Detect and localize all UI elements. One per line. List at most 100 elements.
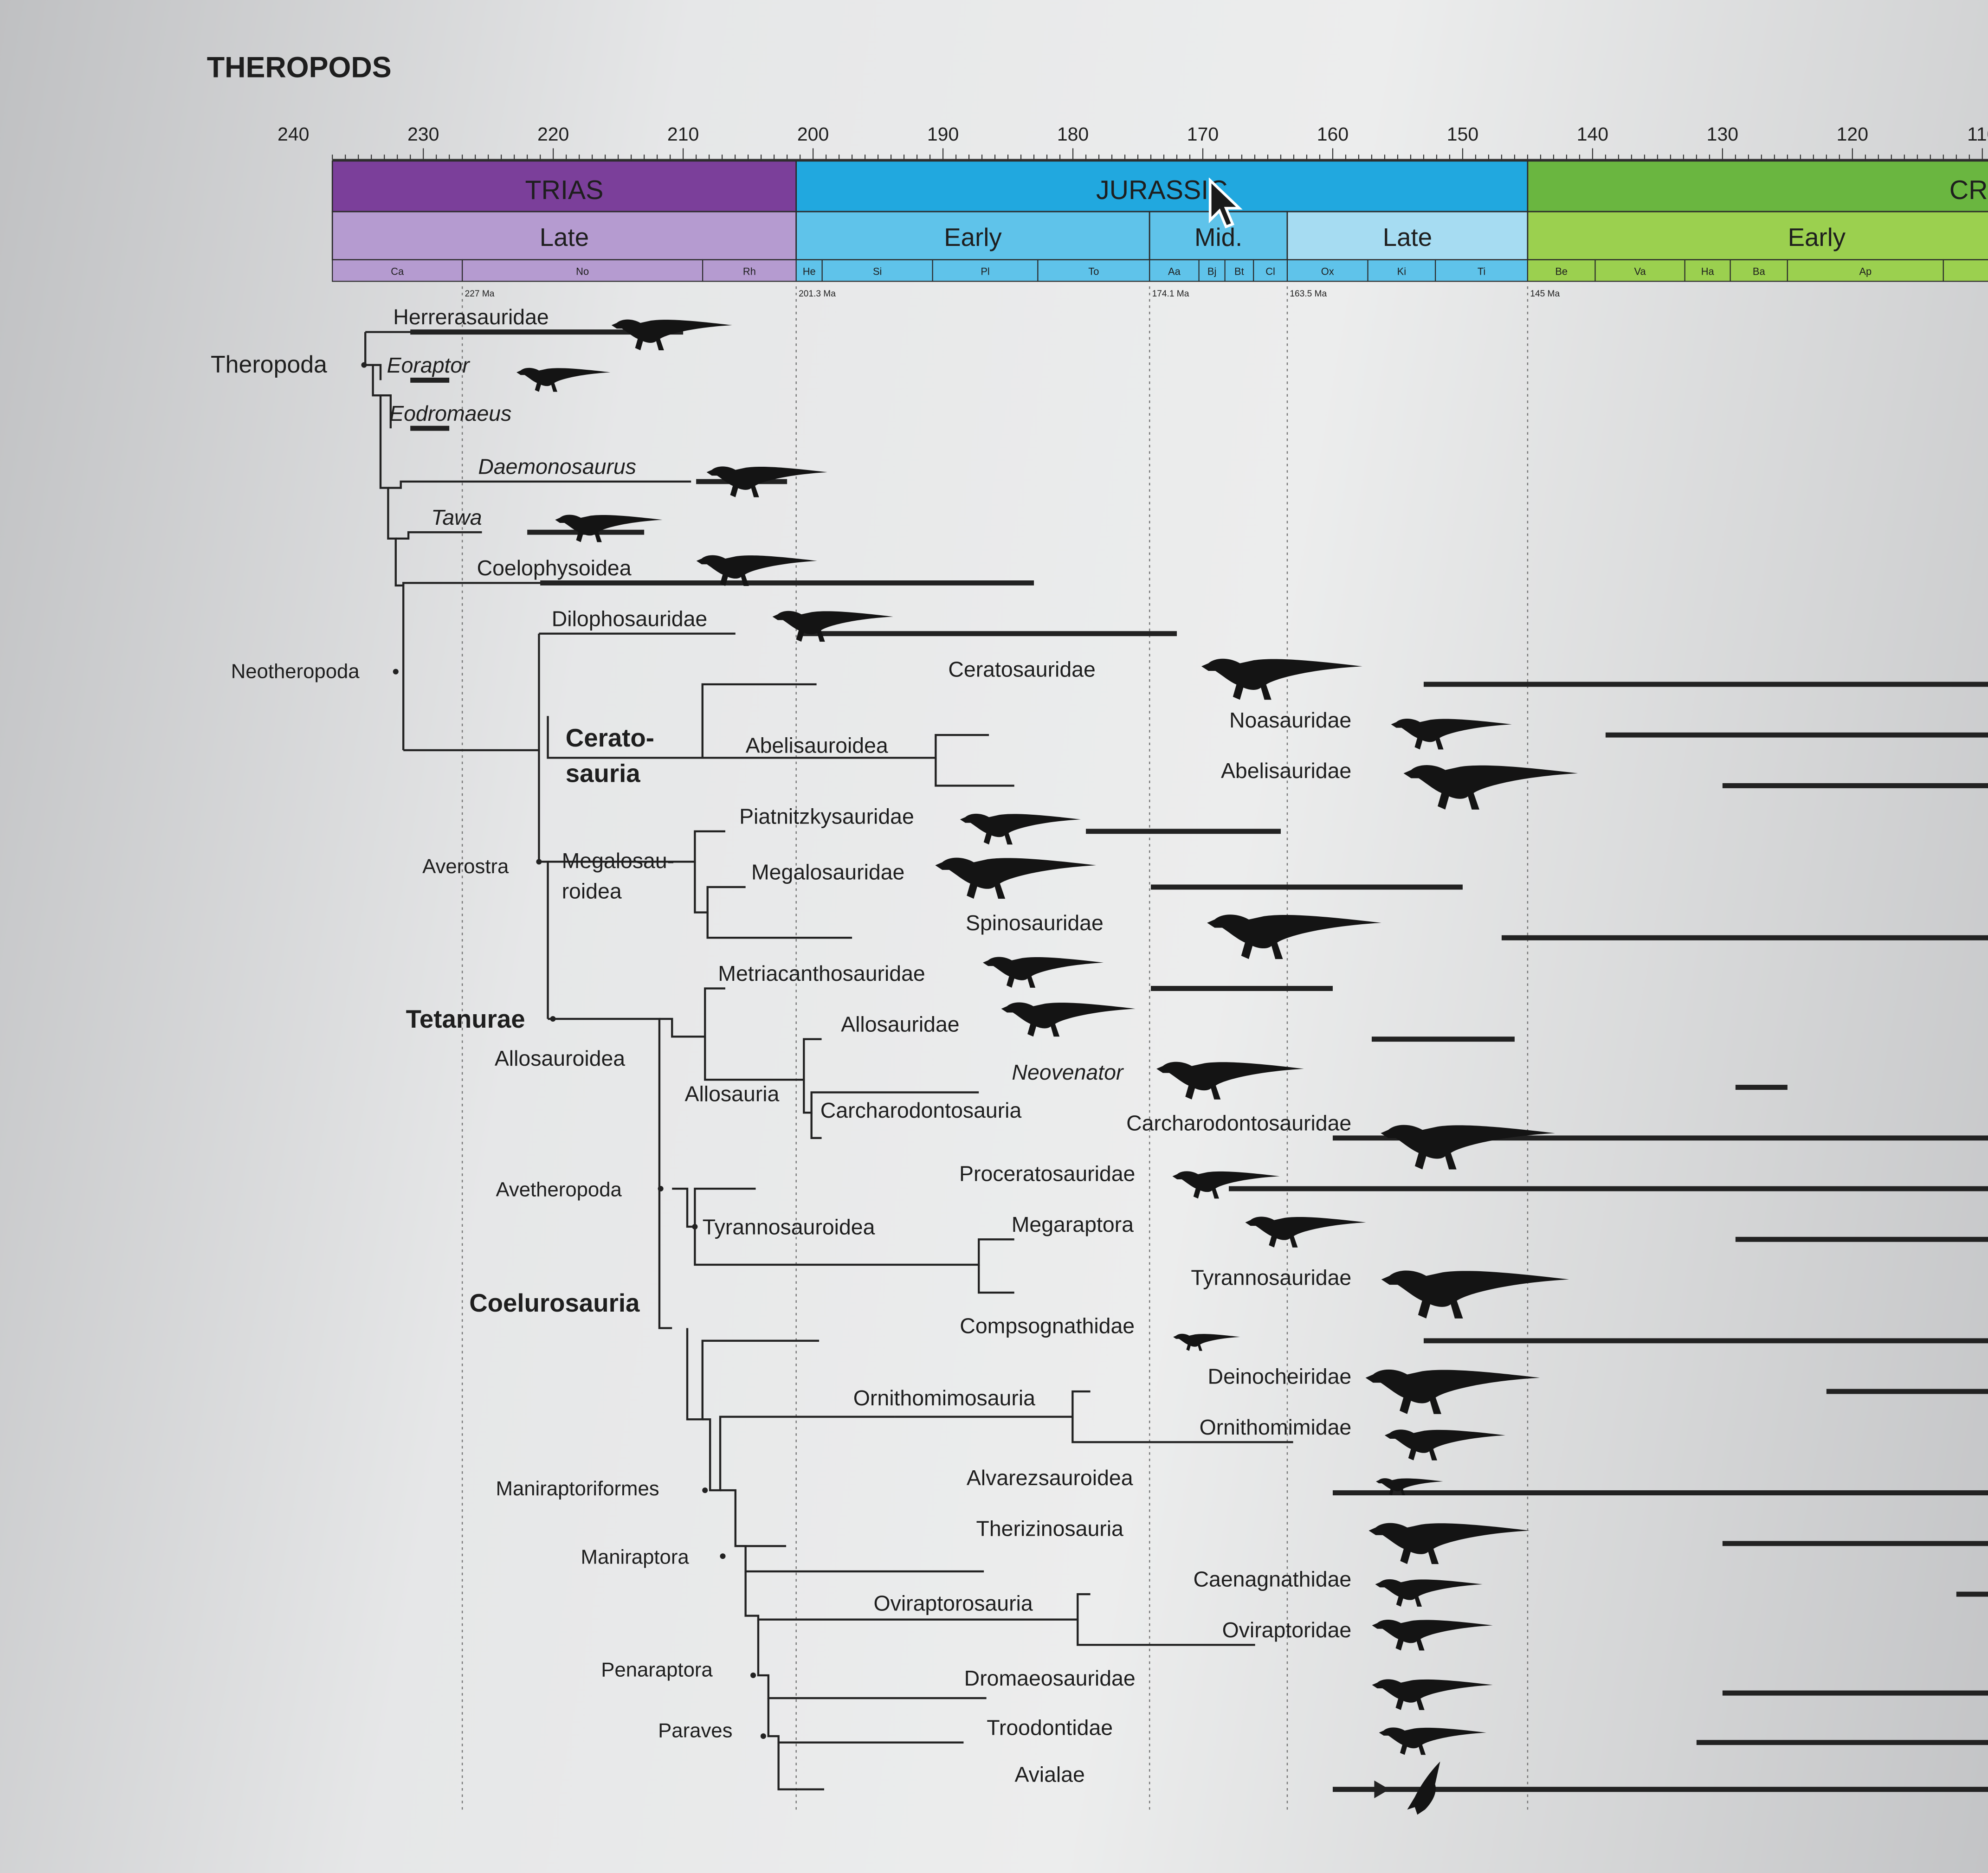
period-label: CRETACEOUS [1949, 175, 1988, 205]
clade-label: Carcharodontosauria [820, 1098, 1022, 1122]
epoch-label: Late [540, 223, 589, 251]
stage-label: He [803, 266, 816, 277]
taxon-label-therizinosauria: Therizinosauria [976, 1516, 1123, 1540]
dinosaur-silhouette-icon [1391, 718, 1512, 750]
dinosaur-silhouette-icon [1245, 1216, 1366, 1248]
dinosaur-silhouette-icon [1384, 1429, 1505, 1461]
taxon-label-eoraptor: Eoraptor [387, 353, 471, 377]
stage-box [1286, 259, 1368, 282]
epoch-box [1527, 211, 1988, 261]
taxon-label-allosauridae: Allosauridae [841, 1012, 959, 1036]
stage-label: Pl [981, 266, 989, 277]
taxon-label-compsognathidae: Compsognathidae [960, 1313, 1135, 1338]
branch-line [706, 912, 852, 939]
taxon-label-dromaeosauridae: Dromaeosauridae [964, 1666, 1136, 1690]
taxon-label-tyrannosauridae: Tyrannosauridae [1191, 1266, 1351, 1290]
stage-label: Bt [1234, 266, 1244, 277]
silhouettes [516, 319, 1578, 1815]
stage-label: Ox [1321, 266, 1334, 277]
stage-box [1149, 259, 1200, 282]
branch-line [702, 1416, 895, 1492]
branch-line [702, 734, 989, 759]
dinosaur-silhouette-icon [1365, 1369, 1540, 1414]
taxon-label-avialae: Avialae [1014, 1762, 1084, 1786]
tick-label: 170 [1187, 123, 1219, 145]
branch-line [767, 1698, 964, 1744]
node-dot [536, 859, 542, 865]
dinosaur-silhouette-icon [1403, 765, 1578, 810]
clade-label: Tetanurae [406, 1005, 525, 1033]
node-dot [760, 1733, 766, 1739]
branch-line [686, 1328, 820, 1421]
tick-label: 110 [1967, 123, 1988, 145]
taxon-label-oviraptoridae: Oviraptoridae [1222, 1618, 1352, 1642]
branch-line [1071, 1416, 1293, 1443]
clade-label: Abelisauroidea [746, 733, 888, 757]
dinosaur-silhouette-icon [983, 957, 1104, 988]
period-label: TRIAS [525, 175, 604, 205]
period-label: JURASSIC [1096, 175, 1228, 205]
taxon-label-abelisauridae: Abelisauridae [1221, 759, 1351, 783]
clade-label: Maniraptora [581, 1546, 690, 1569]
boundary-label: 201.3 Ma [799, 289, 836, 299]
period-box [795, 160, 1529, 212]
dinosaur-silhouette-icon [611, 319, 732, 350]
branch-line [777, 1742, 824, 1790]
epoch-label: Late [1383, 223, 1432, 251]
chart-title: THEROPODS [207, 51, 392, 84]
branch-line [720, 1489, 787, 1547]
stage-box [1730, 259, 1788, 282]
branch-line [672, 1187, 756, 1228]
stage-label: Cl [1265, 266, 1275, 277]
dinosaur-silhouette-icon [1156, 1062, 1304, 1100]
taxon-label-proceratosauridae: Proceratosauridae [959, 1162, 1135, 1186]
epoch-box [1286, 211, 1529, 261]
stage-label: Rh [743, 266, 756, 277]
stage-label: Ki [1397, 266, 1406, 277]
dinosaur-silhouette-icon [1381, 1270, 1569, 1319]
taxon-label-megaraptora: Megaraptora [1012, 1212, 1134, 1236]
branch-line [810, 1113, 822, 1139]
dinosaur-silhouette-icon [1173, 1333, 1240, 1351]
taxon-label-herrerasauridae: Herrerasauridae [393, 305, 549, 329]
taxon-label-alvarezsauroidea: Alvarezsauroidea [967, 1466, 1133, 1490]
taxon-labels: HerrerasauridaeEoraptorEodromaeusDaemono… [387, 305, 1352, 1786]
stage-label: Ti [1478, 266, 1485, 277]
stage-label: Ha [1701, 266, 1715, 277]
branch-line [381, 394, 392, 429]
dinosaur-silhouette-icon [772, 611, 893, 642]
branch-line [935, 758, 1014, 787]
taxon-label-coelophysoidea: Coelophysoidea [477, 556, 632, 580]
clade-label: roidea [562, 879, 622, 903]
taxon-label-tawa: Tawa [431, 505, 482, 529]
tick-label: 240 [278, 123, 309, 145]
node-dot [361, 362, 367, 368]
dinosaur-silhouette-icon [1381, 1125, 1556, 1170]
mouse-cursor-icon [1208, 178, 1243, 229]
node-dot [550, 1016, 556, 1022]
epoch-label: Early [1788, 223, 1846, 251]
dinosaur-silhouette-icon [1201, 658, 1362, 700]
branch-line [364, 332, 405, 750]
stage-label: Si [873, 266, 882, 277]
time-gridlines [461, 286, 1529, 1812]
dinosaur-silhouette-icon [1172, 1171, 1280, 1199]
boundary-label: 163.5 Ma [1290, 289, 1327, 299]
tick-label: 160 [1317, 123, 1349, 145]
clade-label: sauria [566, 759, 641, 787]
node-dot [658, 1186, 664, 1192]
branch-line [395, 531, 482, 540]
taxon-label-noasauridae: Noasauridae [1229, 708, 1351, 732]
clade-label: Tyrannosauroidea [703, 1215, 875, 1239]
dinosaur-silhouette-icon [1001, 1002, 1136, 1037]
clade-label: Coelurosauria [469, 1289, 640, 1317]
taxon-label-metriacanthosauridae: Metriacanthosauridae [718, 961, 925, 985]
stage-box [1943, 259, 1988, 282]
dinosaur-silhouette-icon [1372, 1679, 1493, 1710]
bird-silhouette-icon [1407, 1761, 1440, 1815]
taxon-label-spinosauridae: Spinosauridae [966, 911, 1104, 935]
period-box [1527, 160, 1988, 212]
branch-line [735, 1545, 984, 1573]
taxon-label-deinocheiridae: Deinocheiridae [1208, 1365, 1352, 1389]
